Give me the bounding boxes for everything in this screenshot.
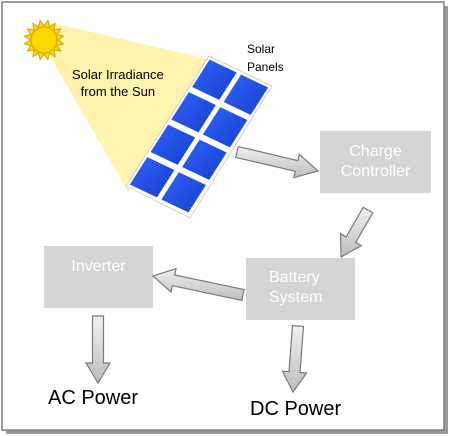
charge-controller-box	[320, 131, 431, 193]
ac-power-label: AC Power	[48, 387, 139, 409]
solar-cell	[171, 92, 216, 133]
inverter-line1: Inverter	[71, 258, 126, 275]
solar-cell	[223, 74, 269, 115]
solar-cell	[192, 59, 237, 100]
battery-line1: Battery	[269, 269, 320, 286]
solar-panels-label: Solar Panels	[247, 40, 284, 76]
charge-controller-line1: Charge	[349, 143, 402, 160]
solar-cell	[129, 157, 175, 198]
arrow-battery-to-inverter	[151, 267, 245, 302]
dc-power-label: DC Power	[250, 398, 342, 420]
sun-icon	[23, 19, 65, 61]
solar-irradiance-label: Solar Irradiance from the Sun	[72, 66, 164, 100]
solar-cell	[161, 172, 206, 213]
solar-cell	[182, 139, 227, 180]
battery-system-label: Battery System	[246, 268, 355, 308]
arrow-battery-to-dc	[281, 324, 308, 394]
flow-arrows	[84, 145, 374, 394]
arrow-controller-to-battery	[339, 206, 374, 259]
inverter-label: Inverter	[44, 257, 153, 277]
solar-beam	[34, 22, 212, 192]
solar-irradiance-line2: from the Sun	[80, 84, 156, 99]
solar-cell	[202, 107, 248, 148]
solar-panels-line2: Panels	[247, 60, 284, 74]
arrow-panels-to-controller	[234, 145, 320, 179]
battery-system-box	[246, 258, 355, 320]
solar-panels-line1: Solar	[247, 42, 276, 56]
solar-irradiance-line1: Solar Irradiance	[72, 67, 164, 82]
inverter-box	[44, 246, 153, 308]
charge-controller-label: Charge Controller	[320, 142, 431, 182]
charge-controller-line2: Controller	[340, 163, 411, 180]
solar-cell	[150, 124, 196, 165]
arrow-inverter-to-ac	[84, 315, 112, 385]
solar-panel	[125, 55, 273, 219]
battery-line2: System	[269, 289, 323, 306]
